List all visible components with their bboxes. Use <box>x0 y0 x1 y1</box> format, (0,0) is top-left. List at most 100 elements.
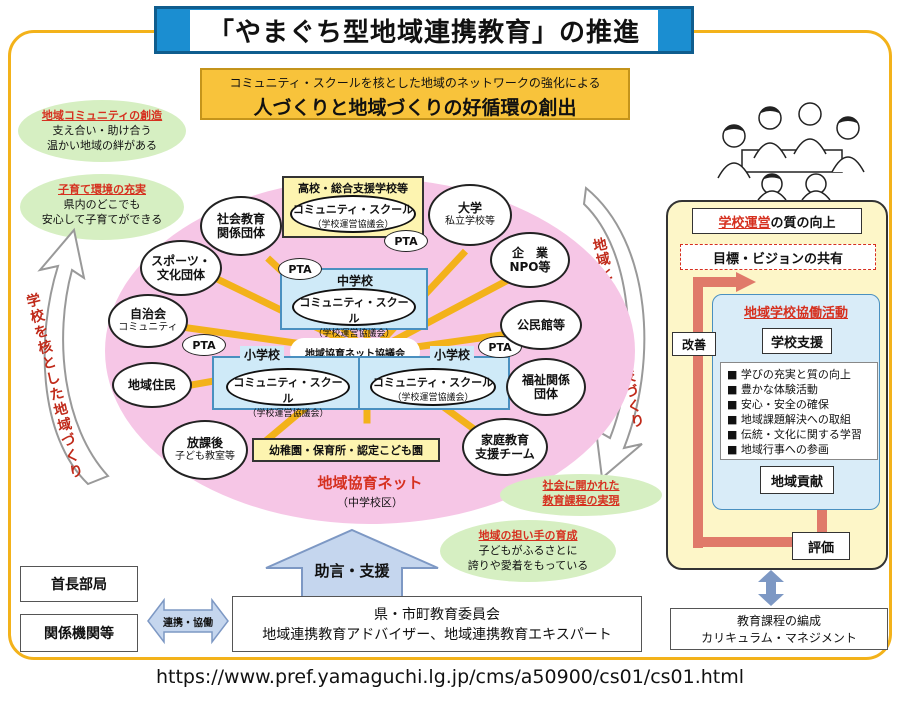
node-katei: 家庭教育 支援チーム <box>462 418 548 476</box>
node-line: 大学 <box>457 201 482 215</box>
pta-elementary-left: PTA <box>182 334 226 356</box>
cs-high-school: コミュニティ・スクール （学校運営協議会） <box>290 195 416 233</box>
node-fukushi: 福祉関係 団体 <box>506 358 586 416</box>
cs-sub: （学校運営協議会） <box>392 393 474 403</box>
node-houkago: 放課後 子ども教室等 <box>162 420 248 480</box>
curriculum-box: 教育課程の編成 カリキュラム・マネジメント <box>670 608 888 650</box>
elementary-left-box: 小学校 コミュニティ・スクール （学校運営協議会） <box>212 346 362 419</box>
bubble-kosodate: 子育て環境の充実 県内のどこでも 安心して子育てができる <box>20 174 184 240</box>
cs-middle-school: コミュニティ・スクール （学校運営協議会） <box>292 288 416 339</box>
pta-middle: PTA <box>278 258 322 280</box>
node-line: コミュニティ <box>118 322 178 333</box>
bubble-kosodate-line2: 安心して子育てができる <box>41 213 163 226</box>
node-line: 文化団体 <box>156 268 205 282</box>
elementary-left-label: 小学校 <box>240 346 285 363</box>
bubble-community-line1: 支え合い・助け合う <box>52 124 152 137</box>
chocho-box: 首長部局 <box>20 566 138 602</box>
kindergarten-box: 幼稚園・保育所・認定こども園 <box>252 438 440 462</box>
middle-school-label: 中学校 <box>337 274 374 288</box>
panel-heading-rest: の質の向上 <box>770 215 836 231</box>
bubble-kosodate-heading: 子育て環境の充実 <box>58 183 146 196</box>
hyoka-box: 評価 <box>792 532 850 560</box>
title-banner: 「やまぐち型地域連携教育」の推進 <box>154 6 694 54</box>
high-school-box: 高校・総合支援学校等 コミュニティ・スクール （学校運営協議会） <box>282 176 424 238</box>
bubble-ninaite-line1: 子どもがふるさとに <box>478 544 578 557</box>
elementary-right-box: 小学校 コミュニティ・スクール （学校運営協議会） <box>358 346 510 410</box>
activity-list: ■ 学びの充実と質の向上 ■ 豊かな体験活動 ■ 安心・安全の確保 ■ 地域課題… <box>720 362 878 460</box>
network-label: 地域協育ネット <box>317 474 423 492</box>
cs-title: コミュニティ・スクール <box>299 296 409 325</box>
high-school-label: 高校・総合支援学校等 <box>298 182 408 195</box>
cs-elementary-left: コミュニティ・スクール （学校運営協議会） <box>226 368 350 419</box>
node-line: 私立学校等 <box>445 216 495 227</box>
bubble-ninaite-heading: 地域の担い手の育成 <box>478 529 578 542</box>
node-line: 自治会 <box>129 307 166 321</box>
node-line: 関係団体 <box>216 226 265 240</box>
panel-heading: 学校運営の質の向上 <box>692 208 862 234</box>
cs-sub: （学校運営協議会） <box>313 329 395 339</box>
renkei-label: 連携・協働 <box>163 618 213 629</box>
activity-item: ■ 地域課題解決への取組 <box>727 413 851 426</box>
node-line: NPO等 <box>509 260 551 274</box>
activity-item: ■ 地域行事への参画 <box>727 443 829 456</box>
bubble-kosodate-line1: 県内のどこでも <box>63 198 141 211</box>
node-line: 福祉関係 <box>521 373 570 387</box>
cs-title: コミュニティ・スクール <box>233 376 343 405</box>
subtitle-line1: コミュニティ・スクールを核とした地域のネットワークの強化による <box>229 76 601 90</box>
bubble-community-heading: 地域コミュニティの創造 <box>41 109 163 122</box>
bubble-ninaite-line2: 誇りや愛着をもっている <box>467 559 589 572</box>
updown-arrow <box>758 570 784 606</box>
curriculum-line1: 教育課程の編成 <box>736 614 821 628</box>
node-line: スポーツ・ <box>151 254 211 268</box>
elementary-right-label: 小学校 <box>430 346 475 363</box>
cs-title: コミュニティ・スクール <box>292 203 414 216</box>
activity-item: ■ 豊かな体験活動 <box>727 383 818 396</box>
node-line: 家庭教育 <box>480 433 529 447</box>
node-line: 企 業 <box>511 246 548 260</box>
node-jichikai: 自治会 コミュニティ <box>108 294 188 348</box>
pta-high: PTA <box>384 230 428 252</box>
cs-sub: （学校運営協議会） <box>312 220 394 230</box>
bubble-open-curriculum: 社会に開かれた 教育課程の実現 <box>500 474 662 516</box>
iinkai-line1: 県・市町教育委員会 <box>374 607 500 623</box>
bubble-community: 地域コミュニティの創造 支え合い・助け合う 温かい地域の絆がある <box>18 100 186 162</box>
node-line: 放課後 <box>186 436 223 450</box>
subtitle-banner: コミュニティ・スクールを核とした地域のネットワークの強化による 人づくりと地域づ… <box>200 68 630 120</box>
kankei-box: 関係機関等 <box>20 614 138 652</box>
cs-title: コミュニティ・スクール <box>372 376 494 389</box>
cs-elementary-right: コミュニティ・スクール （学校運営協議会） <box>370 368 496 406</box>
node-daigaku: 大学 私立学校等 <box>428 184 512 246</box>
kyodo-heading: 地域学校協働活動 <box>743 306 848 321</box>
kaizen-box: 改善 <box>672 332 716 356</box>
koken-box: 地域貢献 <box>760 466 834 494</box>
network-sublabel: （中学校区） <box>337 496 403 509</box>
node-sports: スポーツ・ 文化団体 <box>140 240 222 296</box>
activity-item: ■ 安心・安全の確保 <box>727 398 829 411</box>
iinkai-box: 県・市町教育委員会 地域連携教育アドバイザー、地域連携教育エキスパート <box>232 596 642 652</box>
node-line: 支援チーム <box>475 447 535 461</box>
node-shakai-kyoiku: 社会教育 関係団体 <box>200 196 282 256</box>
cs-sub: （学校運営協議会） <box>247 409 329 419</box>
node-kigyo: 企 業 NPO等 <box>490 232 570 288</box>
advice-label: 助言・支援 <box>314 562 390 580</box>
panel-heading-red: 学校運営 <box>718 215 771 231</box>
activity-item: ■ 学びの充実と質の向上 <box>727 368 851 381</box>
node-label: 地域住民 <box>127 378 176 392</box>
node-line: 社会教育 <box>216 212 265 226</box>
bubble-community-line2: 温かい地域の絆がある <box>47 139 157 152</box>
meeting-illustration <box>717 102 865 200</box>
vision-box: 目標・ビジョンの共有 <box>680 244 876 270</box>
curriculum-line2: カリキュラム・マネジメント <box>701 631 857 645</box>
node-line: 団体 <box>533 387 558 401</box>
node-jumin: 地域住民 <box>112 362 192 408</box>
bubble-open-heading: 社会に開かれた <box>542 479 620 492</box>
renkei-arrow <box>147 597 229 645</box>
source-url: https://www.pref.yamaguchi.lg.jp/cms/a50… <box>155 666 745 688</box>
left-curved-arrow <box>37 227 110 486</box>
iinkai-line2: 地域連携教育アドバイザー、地域連携教育エキスパート <box>262 627 612 643</box>
activity-item: ■ 伝統・文化に関する学習 <box>727 428 862 441</box>
bubble-open-heading2: 教育課程の実現 <box>542 494 620 507</box>
node-line: 子ども教室等 <box>175 451 235 462</box>
bubble-ninaite: 地域の担い手の育成 子どもがふるさとに 誇りや愛着をもっている <box>440 520 616 582</box>
subtitle-line2: 人づくりと地域づくりの好循環の創出 <box>253 97 577 119</box>
